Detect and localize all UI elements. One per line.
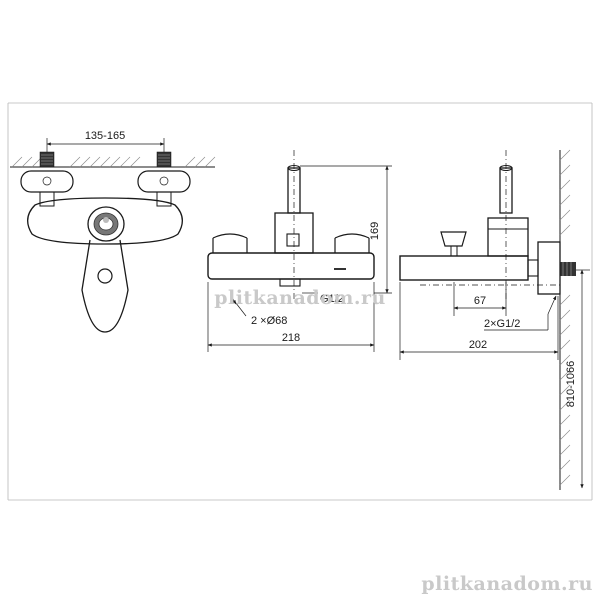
- mounting-height-label: 810-1066: [565, 361, 577, 408]
- mixer-body-plan: [207, 252, 375, 280]
- wall-hatching-right: [559, 149, 571, 490]
- dimension-inlet-spacing: 135-165: [46, 130, 165, 160]
- dimension-outlet-offset: 67: [453, 282, 507, 316]
- dimension-overall-width: 218: [207, 282, 375, 352]
- depth-label: 202: [469, 339, 487, 351]
- dimension-mounting-height: 810-1066: [565, 269, 590, 489]
- front-view: 135-165: [10, 130, 216, 333]
- inlet-thread-callout: 2×G1/2: [484, 295, 557, 331]
- overall-width-label: 218: [282, 332, 300, 344]
- drawing-frame: [7, 102, 593, 501]
- outlet-offset-label: 67: [474, 295, 486, 307]
- inlet-spacing-label: 135-165: [85, 130, 125, 142]
- connection-thread-label: G1/2: [320, 293, 344, 305]
- watermark-bottom: plitkanadom.ru: [421, 573, 593, 595]
- plan-view: 169 G1/2 2 ×Ø68 218: [207, 150, 392, 352]
- mixer-body-side: [399, 255, 529, 281]
- rosette-diameter-label: 2 ×Ø68: [251, 315, 287, 327]
- watermark-middle: plitkanadom.ru: [214, 287, 386, 309]
- inlet-thread-label: 2×G1/2: [484, 318, 520, 330]
- mixer-body-front: [27, 197, 183, 245]
- lever-handle-front: [81, 239, 129, 333]
- right-eccentric-connector: [137, 151, 191, 207]
- dimension-height: 169: [300, 165, 392, 294]
- left-eccentric-connector: [20, 151, 74, 207]
- dimension-depth: 202: [399, 282, 559, 360]
- handle-hole: [97, 268, 113, 284]
- side-view: 67 2×G1/2 202 810-1066: [399, 149, 590, 490]
- rosette-diameter-callout: 2 ×Ø68: [231, 297, 287, 327]
- height-label: 169: [369, 222, 381, 240]
- cartridge-cap-front: [87, 206, 125, 242]
